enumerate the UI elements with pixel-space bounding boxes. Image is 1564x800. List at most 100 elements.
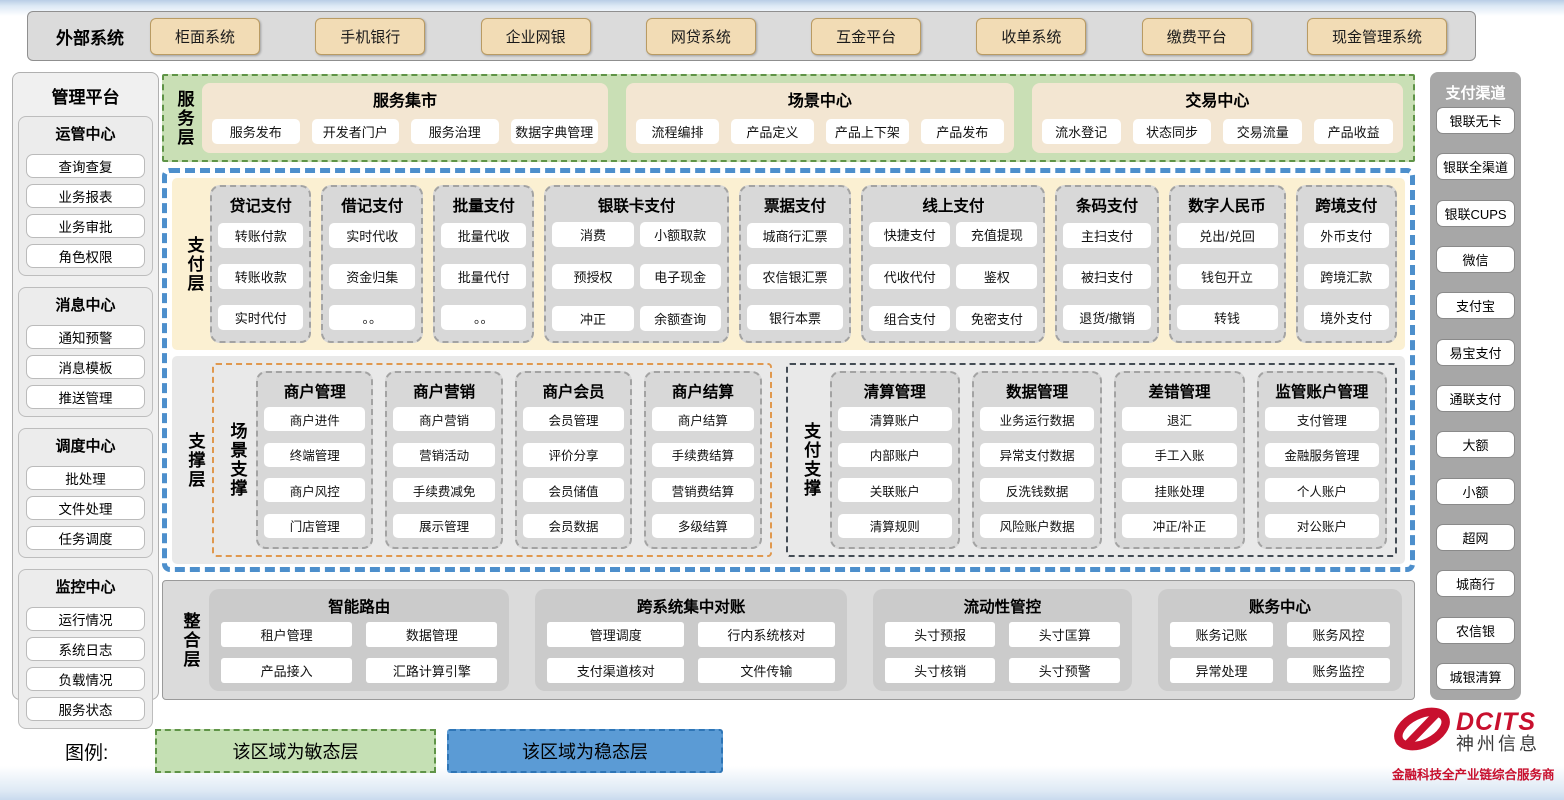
channel-button[interactable]: 微信 [1436,246,1515,273]
support-item-button[interactable]: 内部账户 [838,443,952,467]
payment-item-button[interactable]: 冲正 [552,306,633,331]
channel-button[interactable]: 小额 [1436,478,1515,505]
support-item-button[interactable]: 金融服务管理 [1265,443,1379,467]
payment-item-button[interactable]: 转钱 [1177,305,1278,330]
integration-item-button[interactable]: 账务监控 [1287,658,1390,683]
channel-button[interactable]: 易宝支付 [1436,339,1515,366]
management-item-button[interactable]: 推送管理 [26,385,145,409]
payment-item-button[interactable]: 免密支付 [956,306,1037,331]
integration-item-button[interactable]: 行内系统核对 [698,622,835,647]
external-system-button[interactable]: 手机银行 [315,18,425,55]
integration-item-button[interactable]: 头寸核销 [885,658,996,683]
support-item-button[interactable]: 评价分享 [523,443,624,467]
payment-item-button[interactable]: 主扫支付 [1063,223,1150,248]
payment-item-button[interactable]: 小额取款 [640,222,721,247]
service-item-button[interactable]: 流程编排 [636,119,719,144]
support-item-button[interactable]: 业务运行数据 [980,407,1094,431]
service-item-button[interactable]: 服务发布 [212,119,300,144]
payment-item-button[interactable]: 实时代付 [218,305,303,330]
support-item-button[interactable]: 多级结算 [652,514,753,538]
channel-button[interactable]: 银联无卡 [1436,107,1515,134]
service-item-button[interactable]: 产品收益 [1314,119,1393,144]
support-item-button[interactable]: 手工入账 [1122,443,1236,467]
management-item-button[interactable]: 消息模板 [26,355,145,379]
integration-item-button[interactable]: 头寸预报 [885,622,996,647]
management-item-button[interactable]: 批处理 [26,466,145,490]
payment-item-button[interactable]: 跨境汇款 [1304,264,1389,289]
support-item-button[interactable]: 关联账户 [838,478,952,502]
payment-item-button[interactable]: 批量代收 [441,223,526,248]
payment-item-button[interactable]: 农信银汇票 [747,264,843,289]
channel-button[interactable]: 城银清算 [1436,663,1515,690]
payment-item-button[interactable]: 实时代收 [329,223,414,248]
channel-button[interactable]: 超网 [1436,524,1515,551]
integration-item-button[interactable]: 产品接入 [221,658,352,683]
channel-button[interactable]: 城商行 [1436,570,1515,597]
payment-item-button[interactable]: 退货/撤销 [1063,305,1150,330]
integration-item-button[interactable]: 账务记账 [1170,622,1273,647]
payment-item-button[interactable]: 余额查询 [640,306,721,331]
payment-item-button[interactable]: 城商行汇票 [747,223,843,248]
support-item-button[interactable]: 营销费结算 [652,478,753,502]
management-item-button[interactable]: 业务报表 [26,184,145,208]
management-item-button[interactable]: 文件处理 [26,496,145,520]
support-item-button[interactable]: 终端管理 [264,443,365,467]
integration-item-button[interactable]: 数据管理 [366,622,497,647]
support-item-button[interactable]: 异常支付数据 [980,443,1094,467]
payment-item-button[interactable]: 外币支付 [1304,223,1389,248]
integration-item-button[interactable]: 异常处理 [1170,658,1273,683]
integration-item-button[interactable]: 管理调度 [547,622,684,647]
management-item-button[interactable]: 服务状态 [26,697,145,721]
channel-button[interactable]: 通联支付 [1436,385,1515,412]
service-item-button[interactable]: 服务治理 [411,119,499,144]
payment-item-button[interactable]: 银行本票 [747,305,843,330]
payment-item-button[interactable]: 被扫支付 [1063,264,1150,289]
management-item-button[interactable]: 角色权限 [26,244,145,268]
integration-item-button[interactable]: 租户管理 [221,622,352,647]
support-item-button[interactable]: 商户进件 [264,407,365,431]
payment-item-button[interactable]: 充值提现 [956,222,1037,247]
support-item-button[interactable]: 冲正/补正 [1122,514,1236,538]
external-system-button[interactable]: 缴费平台 [1142,18,1252,55]
support-item-button[interactable]: 支付管理 [1265,407,1379,431]
channel-button[interactable]: 银联全渠道 [1436,153,1515,180]
management-item-button[interactable]: 负载情况 [26,667,145,691]
support-item-button[interactable]: 商户风控 [264,478,365,502]
payment-item-button[interactable]: 境外支付 [1304,305,1389,330]
payment-item-button[interactable]: 钱包开立 [1177,264,1278,289]
service-item-button[interactable]: 交易流量 [1223,119,1302,144]
external-system-button[interactable]: 企业网银 [481,18,591,55]
support-item-button[interactable]: 挂账处理 [1122,478,1236,502]
support-item-button[interactable]: 会员储值 [523,478,624,502]
payment-item-button[interactable]: 。。 [441,305,526,330]
service-item-button[interactable]: 产品上下架 [826,119,909,144]
payment-item-button[interactable]: 电子现金 [640,264,721,289]
channel-button[interactable]: 支付宝 [1436,292,1515,319]
support-item-button[interactable]: 商户营销 [393,407,494,431]
payment-item-button[interactable]: 兑出/兑回 [1177,223,1278,248]
integration-item-button[interactable]: 支付渠道核对 [547,658,684,683]
payment-item-button[interactable]: 资金归集 [329,264,414,289]
service-item-button[interactable]: 产品定义 [731,119,814,144]
management-item-button[interactable]: 查询查复 [26,154,145,178]
support-item-button[interactable]: 门店管理 [264,514,365,538]
payment-item-button[interactable]: 快捷支付 [869,222,950,247]
integration-item-button[interactable]: 头寸匡算 [1009,622,1120,647]
service-item-button[interactable]: 数据字典管理 [511,119,599,144]
payment-item-button[interactable]: 组合支付 [869,306,950,331]
integration-item-button[interactable]: 头寸预警 [1009,658,1120,683]
management-item-button[interactable]: 运行情况 [26,607,145,631]
service-item-button[interactable]: 状态同步 [1133,119,1212,144]
management-item-button[interactable]: 通知预警 [26,325,145,349]
support-item-button[interactable]: 退汇 [1122,407,1236,431]
management-item-button[interactable]: 系统日志 [26,637,145,661]
payment-item-button[interactable]: 批量代付 [441,264,526,289]
support-item-button[interactable]: 会员数据 [523,514,624,538]
channel-button[interactable]: 大额 [1436,431,1515,458]
payment-item-button[interactable]: 代收代付 [869,264,950,289]
support-item-button[interactable]: 对公账户 [1265,514,1379,538]
service-item-button[interactable]: 开发者门户 [312,119,400,144]
integration-item-button[interactable]: 汇路计算引擎 [366,658,497,683]
payment-item-button[interactable]: 转账收款 [218,264,303,289]
support-item-button[interactable]: 会员管理 [523,407,624,431]
